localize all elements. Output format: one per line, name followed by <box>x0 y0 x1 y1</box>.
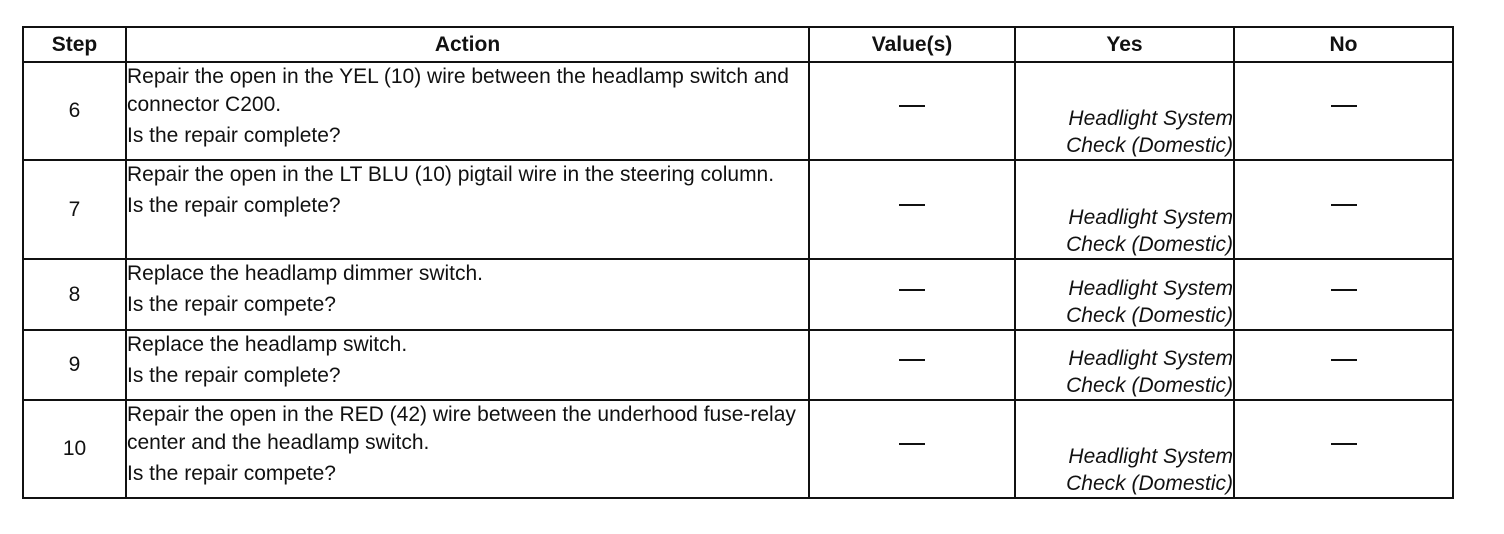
yes-cell: Headlight System Check (Domestic) <box>1014 399 1235 499</box>
dash-no <box>1330 288 1357 291</box>
action-instruction: Repair the open in the RED (42) wire bet… <box>127 403 796 454</box>
header-step: Step <box>22 26 127 63</box>
yes-cell: Headlight System Check (Domestic) <box>1014 258 1235 331</box>
action-instruction: Repair the open in the LT BLU (10) pigta… <box>127 163 775 186</box>
no-cell <box>1233 329 1454 401</box>
yes-reference-line2: Check (Domestic) <box>1066 233 1233 256</box>
value-cell <box>808 159 1016 260</box>
yes-reference-line2: Check (Domestic) <box>1066 304 1233 327</box>
yes-reference-line2: Check (Domestic) <box>1066 134 1233 157</box>
step-number: 9 <box>22 329 127 401</box>
action-question: Is the repair complete? <box>127 124 341 147</box>
dash-value <box>899 203 925 206</box>
action-question: Is the repair complete? <box>127 194 341 217</box>
yes-reference-line1: Headlight System <box>1068 347 1233 370</box>
step-number: 10 <box>22 399 127 499</box>
action-cell: Repair the open in the YEL (10) wire bet… <box>125 61 810 161</box>
yes-reference-line2: Check (Domestic) <box>1066 374 1233 397</box>
action-cell: Replace the headlamp switch. Is the repa… <box>125 329 810 401</box>
yes-cell: Headlight System Check (Domestic) <box>1014 61 1235 161</box>
header-action: Action <box>125 26 810 63</box>
action-cell: Repair the open in the LT BLU (10) pigta… <box>125 159 810 260</box>
table-row: 6 Repair the open in the YEL (10) wire b… <box>22 61 1454 161</box>
dash-no <box>1330 443 1357 446</box>
table-row: 8 Replace the headlamp dimmer switch. Is… <box>22 258 1454 331</box>
header-no: No <box>1233 26 1454 63</box>
step-number: 8 <box>22 258 127 331</box>
no-cell <box>1233 399 1454 499</box>
step-number: 7 <box>22 159 127 260</box>
dash-value <box>899 443 925 446</box>
value-cell <box>808 61 1016 161</box>
dash-no <box>1330 203 1357 206</box>
action-instruction: Replace the headlamp dimmer switch. <box>127 262 483 285</box>
diagnostic-table: Step Action Value(s) Yes No 6 Repair the… <box>22 26 1454 499</box>
header-values: Value(s) <box>808 26 1016 63</box>
action-question: Is the repair complete? <box>127 364 341 387</box>
dash-value <box>899 359 925 362</box>
yes-reference-line1: Headlight System <box>1068 206 1233 229</box>
header-row: Step Action Value(s) Yes No <box>22 26 1454 63</box>
no-cell <box>1233 159 1454 260</box>
yes-reference-line2: Check (Domestic) <box>1066 472 1233 495</box>
header-yes: Yes <box>1014 26 1235 63</box>
no-cell <box>1233 61 1454 161</box>
action-instruction: Repair the open in the YEL (10) wire bet… <box>127 65 789 116</box>
action-question: Is the repair compete? <box>127 462 336 485</box>
no-cell <box>1233 258 1454 331</box>
value-cell <box>808 329 1016 401</box>
table-row: 10 Repair the open in the RED (42) wire … <box>22 399 1454 499</box>
dash-no <box>1330 359 1357 362</box>
yes-reference-line1: Headlight System <box>1068 107 1233 130</box>
dash-value <box>899 288 925 291</box>
dash-no <box>1330 105 1357 108</box>
value-cell <box>808 258 1016 331</box>
action-question: Is the repair compete? <box>127 293 336 316</box>
action-instruction: Replace the headlamp switch. <box>127 333 408 356</box>
table-row: 9 Replace the headlamp switch. Is the re… <box>22 329 1454 401</box>
dash-value <box>899 105 925 108</box>
action-cell: Repair the open in the RED (42) wire bet… <box>125 399 810 499</box>
yes-reference-line1: Headlight System <box>1068 277 1233 300</box>
yes-reference-line1: Headlight System <box>1068 445 1233 468</box>
value-cell <box>808 399 1016 499</box>
action-cell: Replace the headlamp dimmer switch. Is t… <box>125 258 810 331</box>
step-number: 6 <box>22 61 127 161</box>
yes-cell: Headlight System Check (Domestic) <box>1014 329 1235 401</box>
table-row: 7 Repair the open in the LT BLU (10) pig… <box>22 159 1454 260</box>
yes-cell: Headlight System Check (Domestic) <box>1014 159 1235 260</box>
